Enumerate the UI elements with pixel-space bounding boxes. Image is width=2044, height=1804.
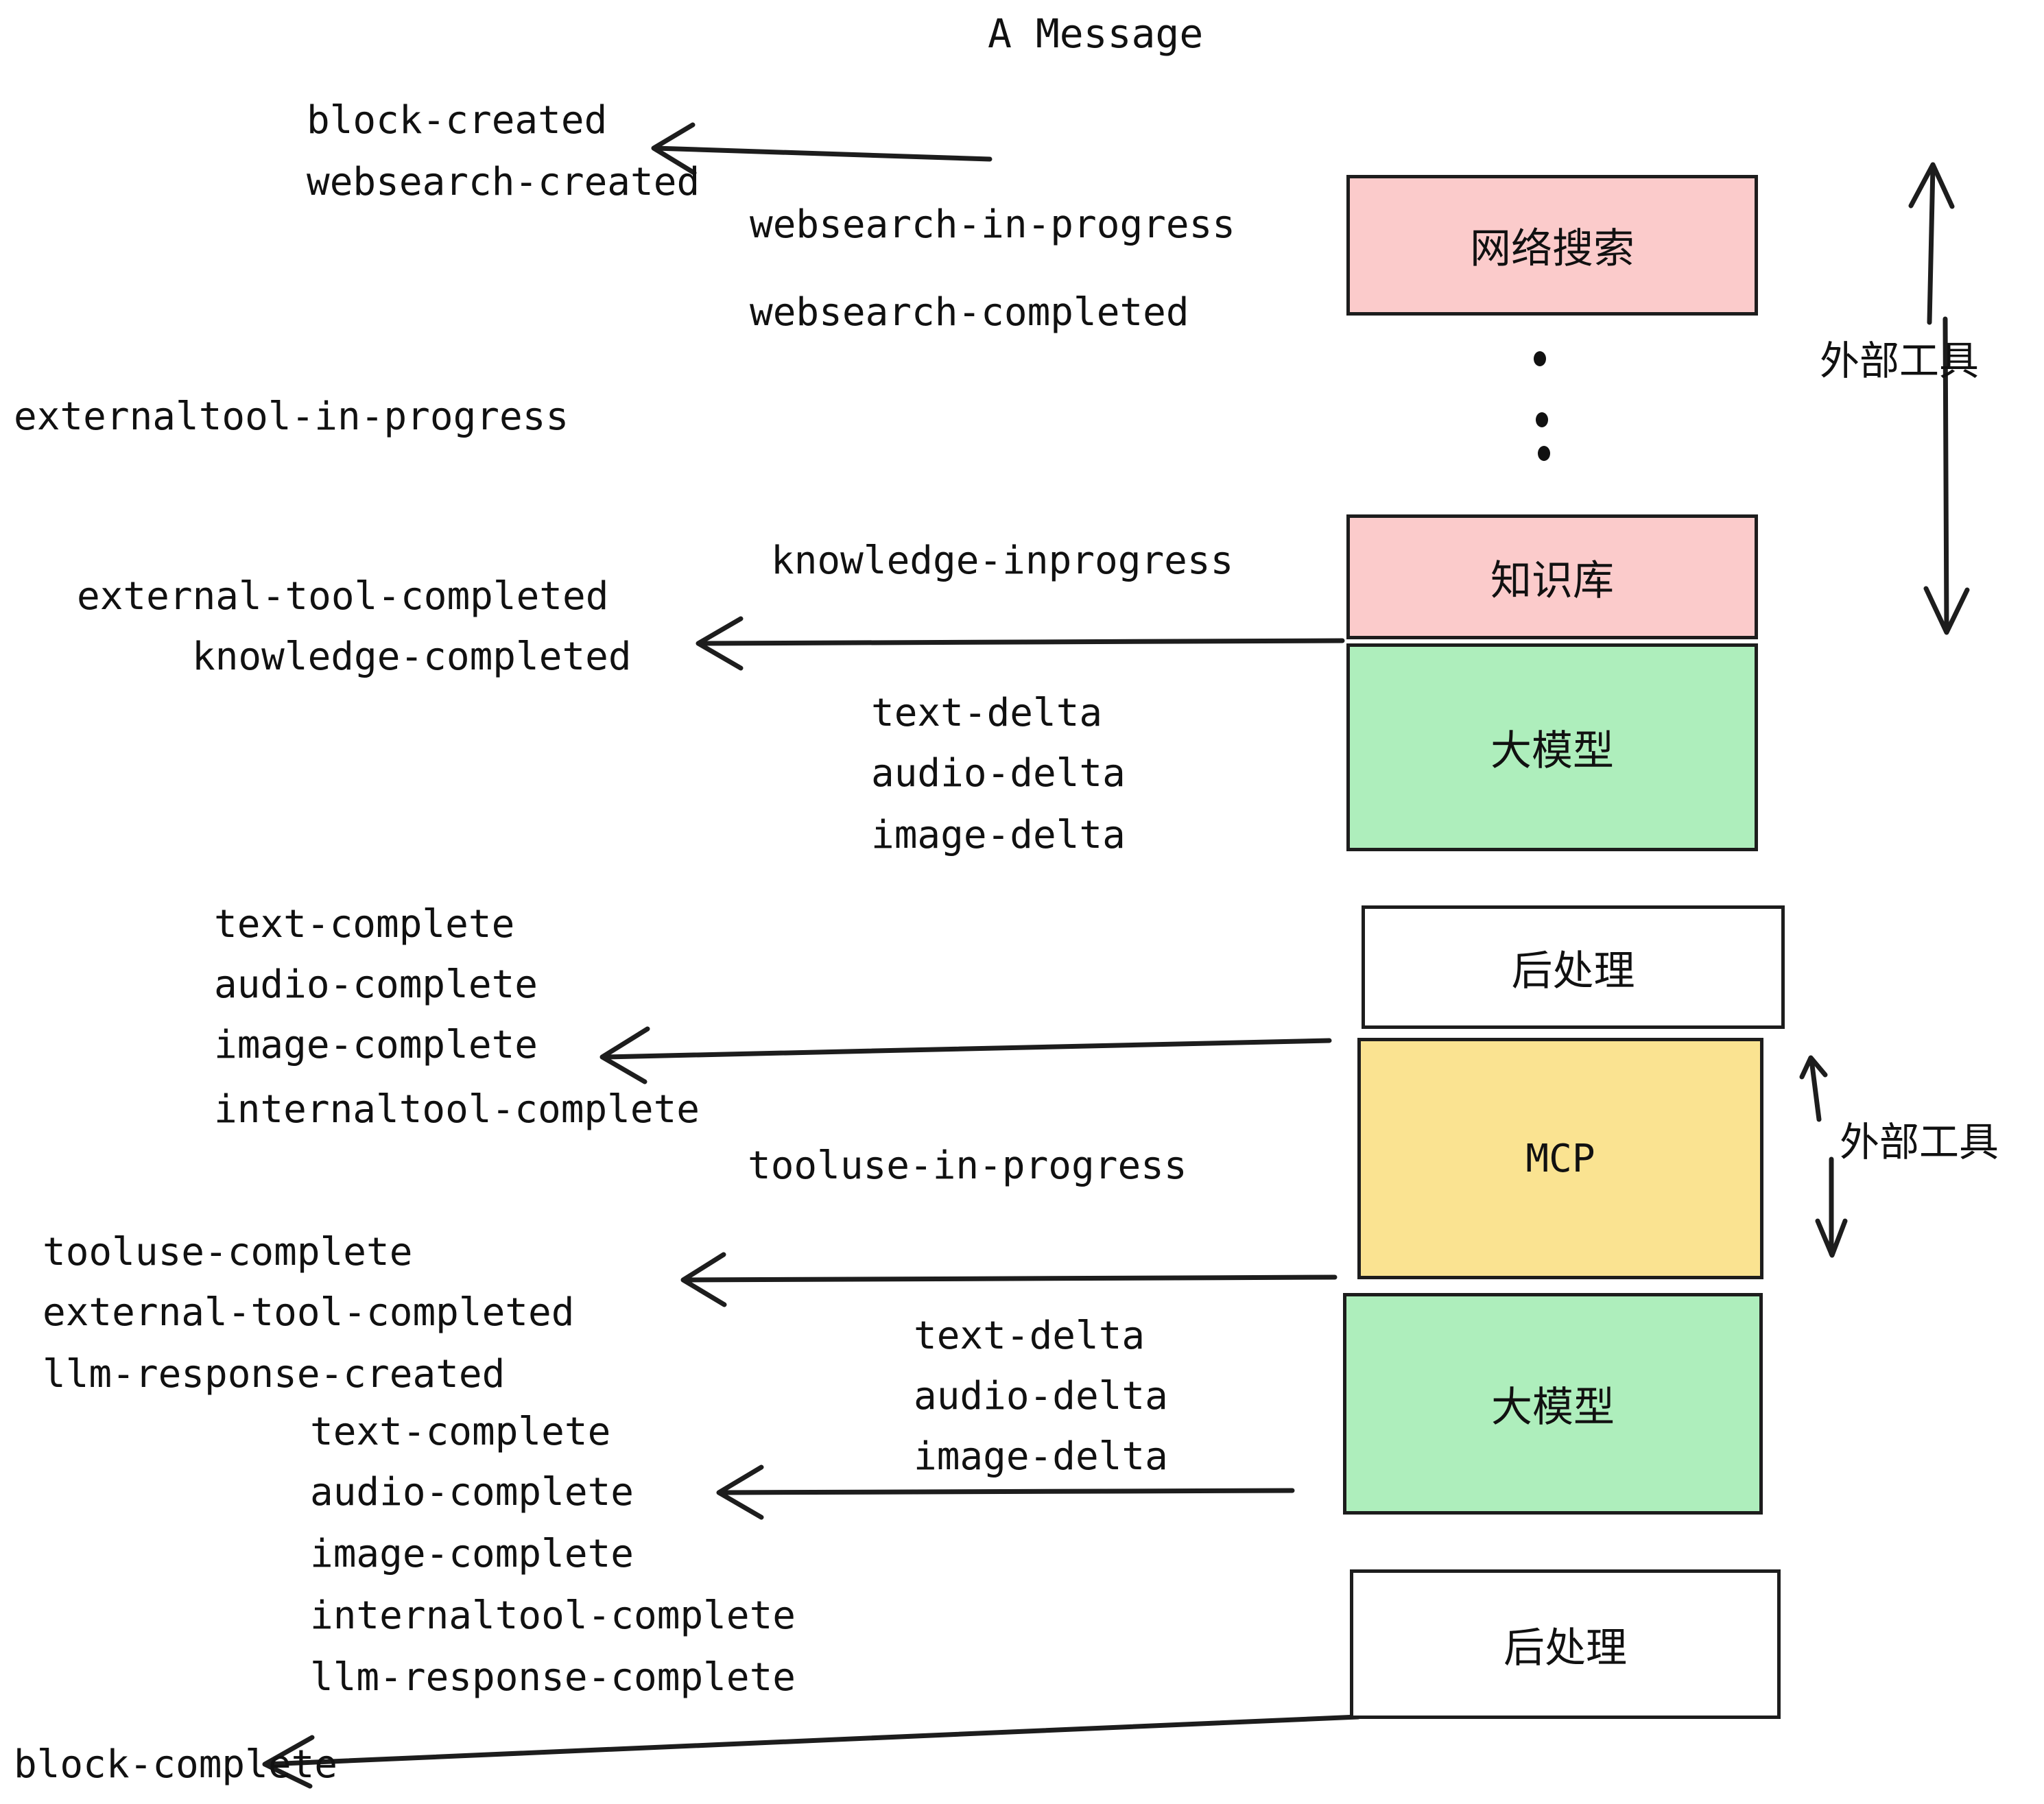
event-websearch-in-progress: websearch-in-progress (750, 202, 1236, 247)
event-image-complete-1: image-complete (214, 1023, 538, 1067)
node-llm-2[interactable]: 大模型 (1343, 1293, 1763, 1515)
event-internaltool-complete-2: internaltool-complete (310, 1593, 796, 1638)
node-postprocess-2[interactable]: 后处理 (1350, 1569, 1781, 1719)
node-mcp-label: MCP (1525, 1136, 1595, 1181)
side-label-external-tools-top: 外部工具 (1820, 337, 1980, 384)
event-image-complete-2: image-complete (310, 1532, 634, 1576)
event-external-tool-completed-2: external-tool-completed (43, 1290, 575, 1335)
event-text-delta-2: text-delta (914, 1314, 1145, 1358)
event-internaltool-complete-1: internaltool-complete (214, 1087, 700, 1132)
event-audio-delta-2: audio-delta (914, 1374, 1168, 1419)
arrow-mcp-to-image-complete (599, 1026, 1332, 1084)
node-websearch[interactable]: 网络搜索 (1346, 175, 1758, 316)
event-audio-complete-2: audio-complete (310, 1470, 634, 1515)
arrow-knowledge-to-knowledge-completed (696, 616, 1345, 671)
event-websearch-completed: websearch-completed (750, 290, 1189, 335)
arrow-post-to-block-complete (262, 1714, 1361, 1789)
node-postprocess-1[interactable]: 后处理 (1362, 905, 1785, 1029)
event-knowledge-completed: knowledge-completed (192, 634, 632, 679)
event-tooluse-complete: tooluse-complete (43, 1230, 413, 1274)
ellipsis-dot (1538, 446, 1550, 461)
arrow-external-tools-top-up (1908, 162, 1955, 325)
event-image-delta-2: image-delta (914, 1434, 1168, 1479)
event-image-delta-1: image-delta (871, 813, 1126, 857)
arrow-external-tools-bottom-up (1799, 1055, 1828, 1122)
node-knowledge[interactable]: 知识库 (1346, 514, 1758, 639)
arrow-mcp-to-tooluse-complete (680, 1252, 1338, 1307)
event-tooluse-in-progress: tooluse-in-progress (748, 1143, 1187, 1188)
event-block-created: block-created (307, 98, 608, 143)
ellipsis-dot (1536, 412, 1548, 427)
arrow-external-tools-bottom-down (1815, 1156, 1848, 1258)
event-websearch-created: websearch-created (307, 160, 700, 204)
arrow-websearch-to-block-created (651, 122, 993, 176)
event-externaltool-in-progress: externaltool-in-progress (14, 394, 569, 439)
node-llm-1-label: 大模型 (1490, 727, 1614, 775)
event-text-complete-2: text-complete (310, 1410, 611, 1454)
node-postprocess-2-label: 后处理 (1504, 1624, 1627, 1672)
node-llm-2-label: 大模型 (1491, 1384, 1615, 1432)
node-llm-1[interactable]: 大模型 (1346, 643, 1758, 851)
event-audio-complete-1: audio-complete (214, 962, 538, 1007)
event-block-complete: block-complete (14, 1742, 338, 1787)
event-llm-response-complete: llm-response-complete (310, 1655, 796, 1700)
node-mcp[interactable]: MCP (1357, 1038, 1763, 1279)
node-knowledge-label: 知识库 (1490, 556, 1614, 605)
event-knowledge-inprogress: knowledge-inprogress (771, 538, 1234, 583)
event-audio-delta-1: audio-delta (871, 751, 1126, 796)
side-label-external-tools-bottom: 外部工具 (1840, 1119, 1999, 1165)
node-websearch-label: 网络搜索 (1470, 225, 1635, 273)
event-text-delta-1: text-delta (871, 691, 1103, 735)
event-external-tool-completed-1: external-tool-completed (77, 574, 609, 619)
event-llm-response-created: llm-response-created (43, 1352, 506, 1397)
event-text-complete-1: text-complete (214, 902, 515, 947)
page-title: A Message (988, 10, 1204, 57)
node-postprocess-1-label: 后处理 (1511, 947, 1635, 995)
ellipsis-dot (1534, 351, 1546, 366)
